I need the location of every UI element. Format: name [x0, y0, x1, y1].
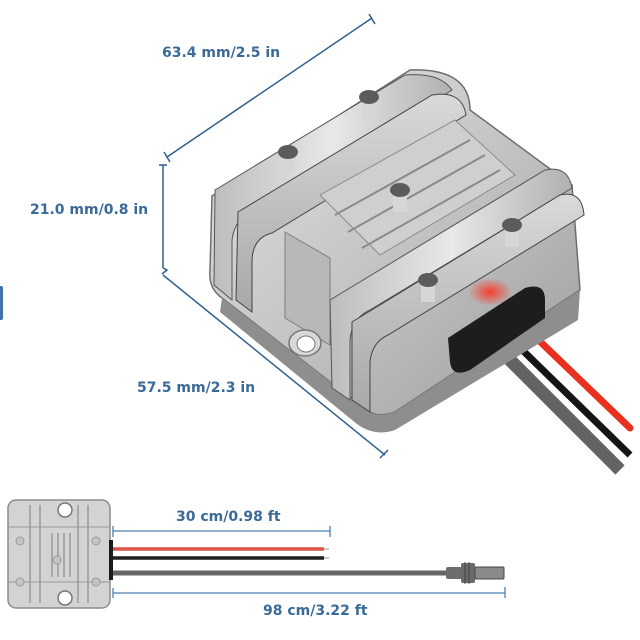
dc-plug-icon [446, 562, 505, 584]
total-cable-length-label: 98 cm/3.22 ft [263, 603, 368, 619]
dimension-lines [159, 13, 389, 459]
main-unit-cables [495, 324, 634, 475]
short-lead-length-label: 30 cm/0.98 ft [176, 509, 281, 525]
length-dimension-label: 63.4 mm/2.5 in [162, 45, 281, 61]
converter-module-3d [209, 69, 585, 433]
edge-marker [0, 286, 3, 320]
width-dimension-label: 57.5 mm/2.3 in [137, 380, 256, 396]
width-dimension-line [162, 274, 386, 456]
screw-head-icon [359, 90, 379, 104]
black-wire [509, 337, 633, 458]
gray-cable [495, 345, 625, 475]
height-dimension-label: 21.0 mm/0.8 in [30, 202, 149, 218]
length-dimension-line [166, 17, 373, 158]
flat-diagram [7, 499, 506, 609]
screw-posts [278, 90, 522, 302]
module-top-view [7, 499, 111, 609]
red-glow [468, 278, 512, 306]
red-wire [522, 324, 634, 432]
cable-gland [448, 286, 545, 373]
